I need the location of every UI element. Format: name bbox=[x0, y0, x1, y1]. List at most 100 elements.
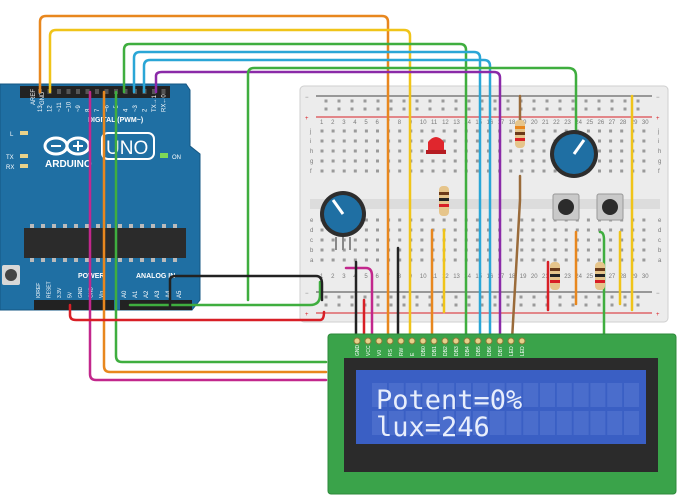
bb-hole bbox=[586, 248, 590, 252]
bb-rail-hole bbox=[428, 99, 432, 103]
lcd-pin-label: LED bbox=[509, 346, 515, 356]
chip-pin bbox=[96, 224, 100, 228]
bb-row-letter: j bbox=[309, 129, 311, 135]
bb-column-number: 3 bbox=[342, 120, 346, 126]
bb-hole bbox=[531, 218, 535, 222]
gnd-label: GND bbox=[40, 91, 46, 105]
bb-rail-hole bbox=[571, 107, 575, 111]
lcd-cell bbox=[573, 383, 589, 407]
led-rx bbox=[20, 164, 28, 168]
bb-hole bbox=[320, 169, 324, 173]
bb-row-letter: a bbox=[658, 258, 662, 264]
bb-rail-hole bbox=[415, 295, 419, 299]
bb-hole bbox=[420, 218, 424, 222]
lcd-cell bbox=[422, 411, 438, 435]
bb-hole bbox=[320, 149, 324, 153]
bb-hole bbox=[531, 228, 535, 232]
bb-row-letter: e bbox=[658, 218, 662, 224]
bb-column-number: 27 bbox=[609, 274, 616, 280]
bb-hole bbox=[364, 218, 368, 222]
bb-hole bbox=[442, 139, 446, 143]
aref-label: AREF bbox=[31, 89, 37, 105]
chip-pins bbox=[30, 224, 177, 262]
bb-hole bbox=[353, 169, 357, 173]
bb-hole bbox=[353, 258, 357, 262]
bb-hole bbox=[431, 129, 435, 133]
bb-rail-hole bbox=[584, 99, 588, 103]
bb-column-number: 30 bbox=[642, 120, 649, 126]
bb-hole bbox=[520, 169, 524, 173]
bb-hole bbox=[342, 248, 346, 252]
bb-hole bbox=[542, 149, 546, 153]
bb-rail-hole bbox=[415, 107, 419, 111]
bb-rail-hole bbox=[454, 295, 458, 299]
on-led bbox=[160, 153, 168, 158]
resistor-2 bbox=[515, 120, 525, 148]
rail-plus-bottom-right: + bbox=[656, 312, 660, 318]
bb-rail-hole bbox=[597, 107, 601, 111]
bb-rail-hole bbox=[584, 303, 588, 307]
bb-column-number: 22 bbox=[553, 120, 560, 126]
bb-row-letter: i bbox=[658, 139, 659, 145]
bb-hole bbox=[331, 258, 335, 262]
lcd-pin-hole bbox=[496, 337, 504, 345]
bb-hole bbox=[575, 258, 579, 262]
push-button-1 bbox=[552, 193, 580, 221]
bb-hole bbox=[531, 238, 535, 242]
bb-rail-hole bbox=[467, 107, 471, 111]
lcd-cell bbox=[439, 411, 455, 435]
chip-pin bbox=[118, 258, 122, 262]
bb-rail-hole bbox=[493, 303, 497, 307]
bb-hole bbox=[642, 248, 646, 252]
bb-hole bbox=[320, 248, 324, 252]
bb-column-number: 19 bbox=[520, 274, 527, 280]
bb-hole bbox=[487, 248, 490, 252]
bb-hole bbox=[598, 129, 601, 133]
wire-green-pot2 bbox=[246, 66, 578, 302]
bb-column-number: 28 bbox=[620, 274, 627, 280]
lcd-cell bbox=[523, 383, 539, 407]
bb-rail-hole bbox=[610, 295, 614, 299]
bb-rail-hole bbox=[558, 99, 562, 103]
bb-rail-hole bbox=[441, 99, 445, 103]
bb-rail-hole bbox=[597, 295, 601, 299]
bb-hole bbox=[487, 139, 490, 143]
bb-rail-hole bbox=[467, 303, 471, 307]
bb-rail-hole bbox=[532, 303, 536, 307]
bb-hole bbox=[620, 139, 624, 143]
wire-blue-d3 bbox=[142, 58, 492, 342]
wire-blue-d4 bbox=[132, 50, 482, 342]
bb-hole bbox=[475, 129, 479, 133]
bb-hole bbox=[364, 149, 368, 153]
bb-hole bbox=[586, 218, 590, 222]
bb-rail-hole bbox=[376, 99, 380, 103]
bb-column-number: 20 bbox=[531, 274, 538, 280]
bb-hole bbox=[376, 248, 379, 252]
lcd-cell bbox=[607, 411, 623, 435]
bb-hole bbox=[431, 169, 435, 173]
bb-hole bbox=[542, 159, 546, 163]
bb-hole bbox=[609, 228, 613, 232]
chip-pin bbox=[96, 258, 100, 262]
bb-rail-hole bbox=[493, 107, 497, 111]
bb-hole bbox=[376, 258, 379, 262]
bb-rail-hole bbox=[532, 107, 536, 111]
bb-hole bbox=[609, 149, 613, 153]
bb-hole bbox=[620, 159, 624, 163]
chip-pin bbox=[162, 224, 166, 228]
bb-column-number: 2 bbox=[331, 120, 335, 126]
bb-row-letter: c bbox=[310, 238, 313, 244]
chip-pin bbox=[107, 258, 111, 262]
chip-pin bbox=[140, 224, 144, 228]
bb-rail-hole bbox=[389, 99, 393, 103]
bb-column-number: 1 bbox=[320, 274, 324, 280]
bb-hole bbox=[642, 159, 646, 163]
lcd-cell bbox=[573, 411, 589, 435]
bb-hole bbox=[520, 159, 524, 163]
bb-hole bbox=[398, 129, 402, 133]
bb-hole bbox=[553, 169, 557, 173]
